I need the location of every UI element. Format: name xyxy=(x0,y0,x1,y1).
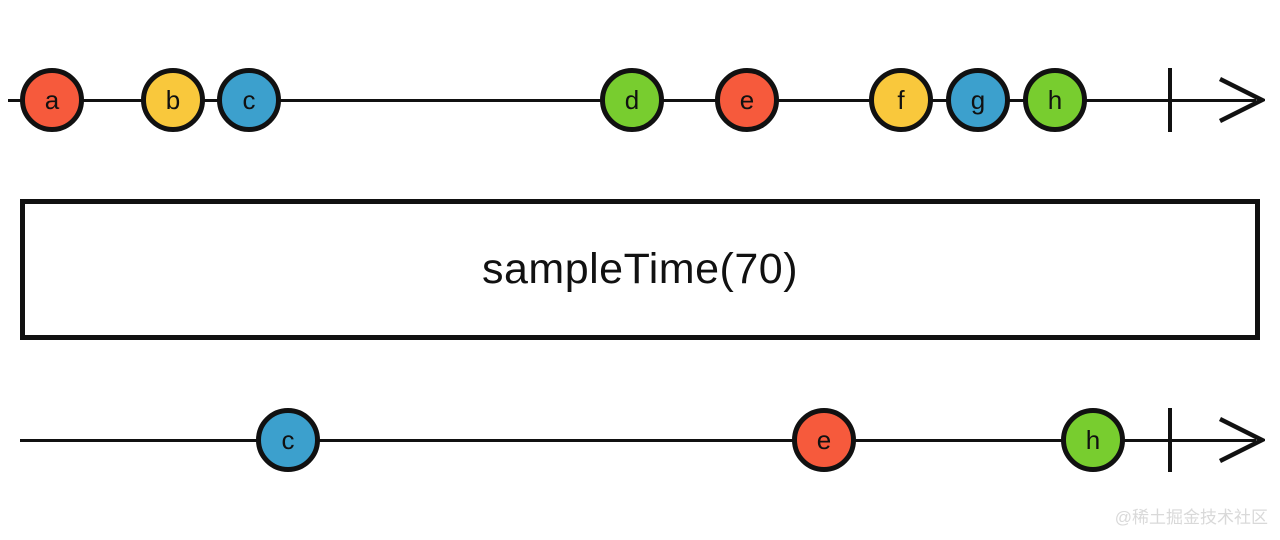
marble-d-label: d xyxy=(624,84,640,115)
output-marble-e-label: e xyxy=(816,424,832,455)
marble-e: e xyxy=(715,68,779,132)
marble-h: h xyxy=(1023,68,1087,132)
source-timeline-arrow-icon xyxy=(1218,76,1265,124)
marble-h-label: h xyxy=(1047,84,1063,115)
source-end-tick xyxy=(1168,68,1172,132)
output-marble-h: h xyxy=(1061,408,1125,472)
marble-c: c xyxy=(217,68,281,132)
marble-g-label: g xyxy=(970,84,986,115)
marble-a: a xyxy=(20,68,84,132)
watermark: @稀土掘金技术社区 xyxy=(1114,508,1268,527)
marble-c-label: c xyxy=(242,84,256,115)
marble-e-label: e xyxy=(739,84,755,115)
operator-box: sampleTime(70) xyxy=(20,199,1260,340)
marble-f-label: f xyxy=(897,84,905,115)
output-marble-c: c xyxy=(256,408,320,472)
marble-a-label: a xyxy=(44,84,60,115)
marble-g: g xyxy=(946,68,1010,132)
output-marble-e: e xyxy=(792,408,856,472)
marble-f: f xyxy=(869,68,933,132)
output-end-tick xyxy=(1168,408,1172,472)
operator-label: sampleTime(70) xyxy=(481,245,799,293)
output-marble-h-label: h xyxy=(1085,424,1101,455)
output-marble-c-label: c xyxy=(281,424,295,455)
output-timeline-axis xyxy=(20,439,1256,442)
marble-b-label: b xyxy=(165,84,181,115)
marble-d: d xyxy=(600,68,664,132)
marble-b: b xyxy=(141,68,205,132)
output-timeline-arrow-icon xyxy=(1218,416,1265,464)
